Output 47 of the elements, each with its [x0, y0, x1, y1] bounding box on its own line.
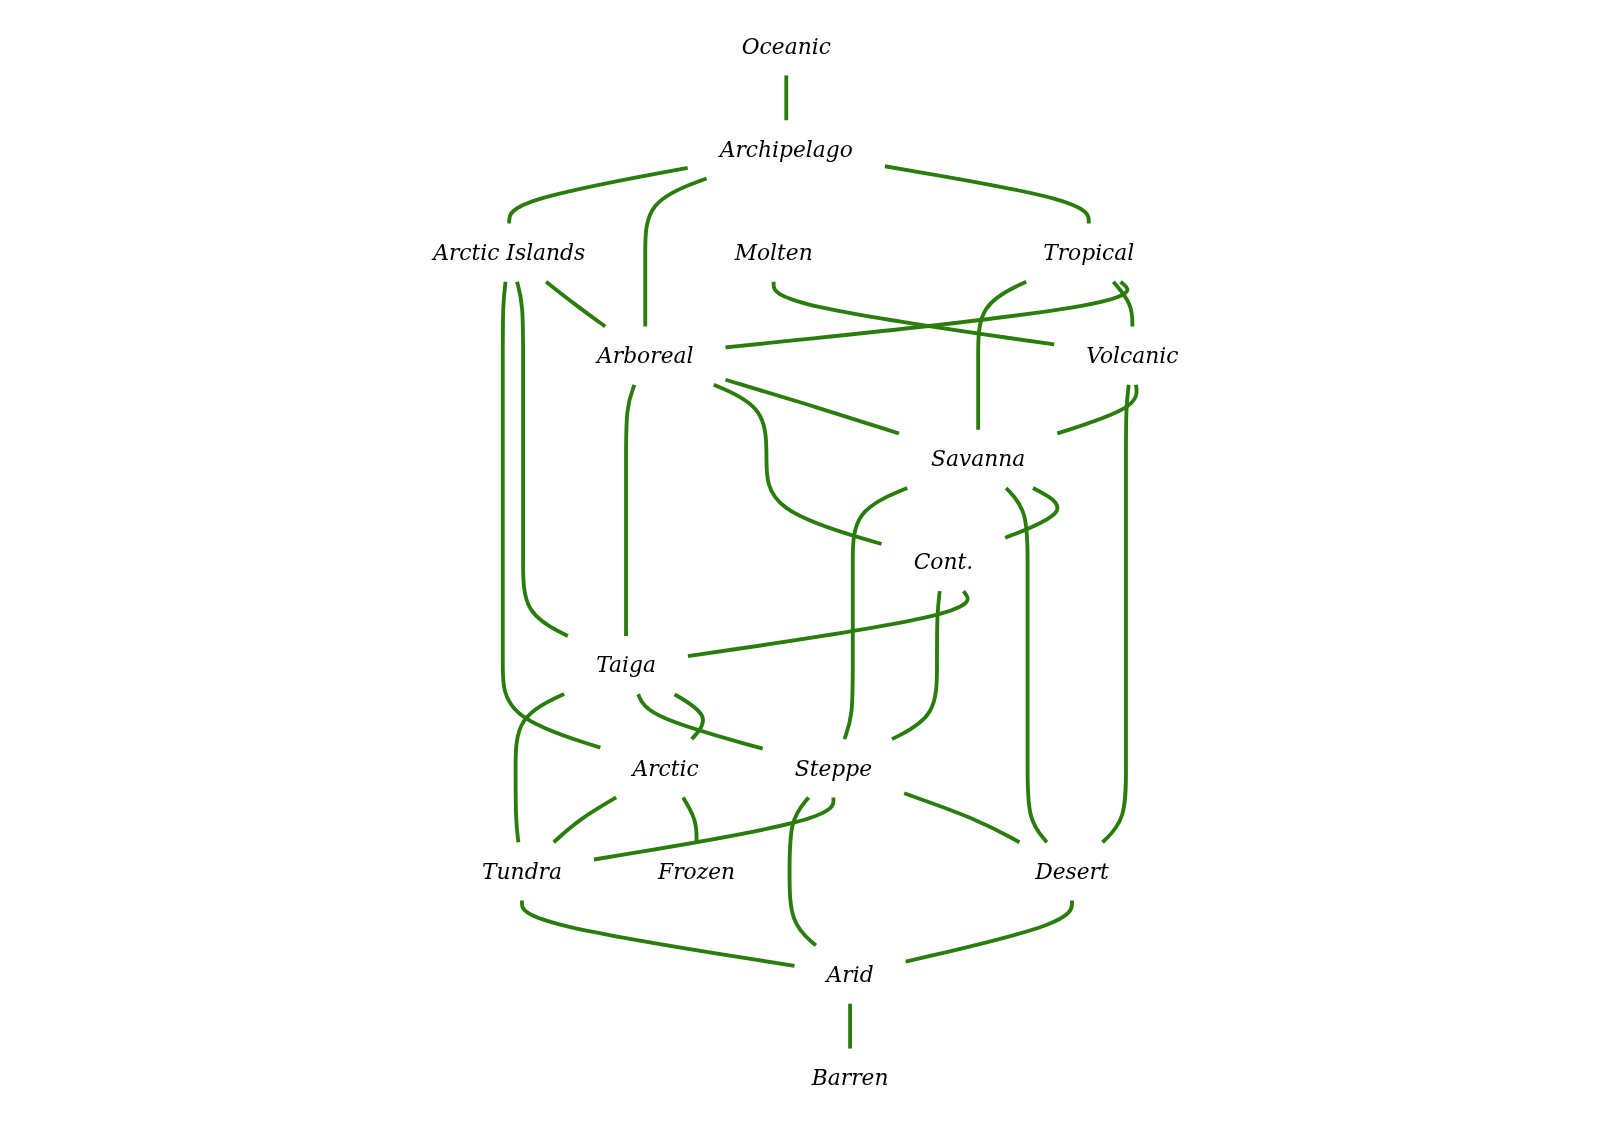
connector [501, 281, 602, 749]
connector [545, 279, 607, 328]
connector [673, 692, 705, 740]
node-text: Steppe [794, 754, 873, 781]
connector [1056, 384, 1139, 435]
connector [593, 796, 836, 861]
connector [520, 900, 795, 968]
connector [903, 791, 1021, 844]
node-text: Savanna [931, 445, 1026, 471]
connector [905, 900, 1075, 964]
connector [1112, 280, 1135, 327]
node-text: Molten [734, 238, 813, 265]
connector [513, 691, 566, 842]
connector [552, 795, 618, 844]
connector [842, 485, 909, 740]
node-text: Frozen [658, 857, 736, 884]
node-text: Barren [811, 1064, 889, 1090]
connector [771, 281, 1055, 346]
node-text: Archipelago [719, 135, 854, 162]
node-text: Volcanic [1086, 342, 1179, 368]
connector [725, 279, 1129, 349]
connector [725, 377, 900, 435]
connector [515, 280, 569, 638]
connector [848, 1003, 853, 1049]
connector [1004, 486, 1049, 844]
connector [713, 382, 883, 546]
connector [687, 589, 970, 658]
connector [1101, 384, 1131, 844]
connector [784, 74, 789, 120]
node-text: Cont. [913, 548, 974, 574]
node-text: Desert [1035, 857, 1109, 884]
node-text: Tropical [1043, 238, 1135, 265]
connector [891, 590, 942, 741]
connector [624, 383, 637, 636]
connector [976, 279, 1028, 430]
node-text: Tundra [482, 857, 563, 884]
node-text: Arctic [632, 754, 699, 781]
connector [787, 795, 818, 947]
connector [681, 795, 699, 842]
connector [643, 176, 708, 327]
node-text: Arboreal [597, 342, 694, 368]
node-text: Arctic Islands [433, 238, 586, 265]
connector [1004, 485, 1060, 540]
node-text: Taiga [596, 651, 657, 678]
connector [636, 693, 764, 750]
node-text: Oceanic [741, 32, 832, 59]
node-text: Arid [826, 960, 874, 987]
